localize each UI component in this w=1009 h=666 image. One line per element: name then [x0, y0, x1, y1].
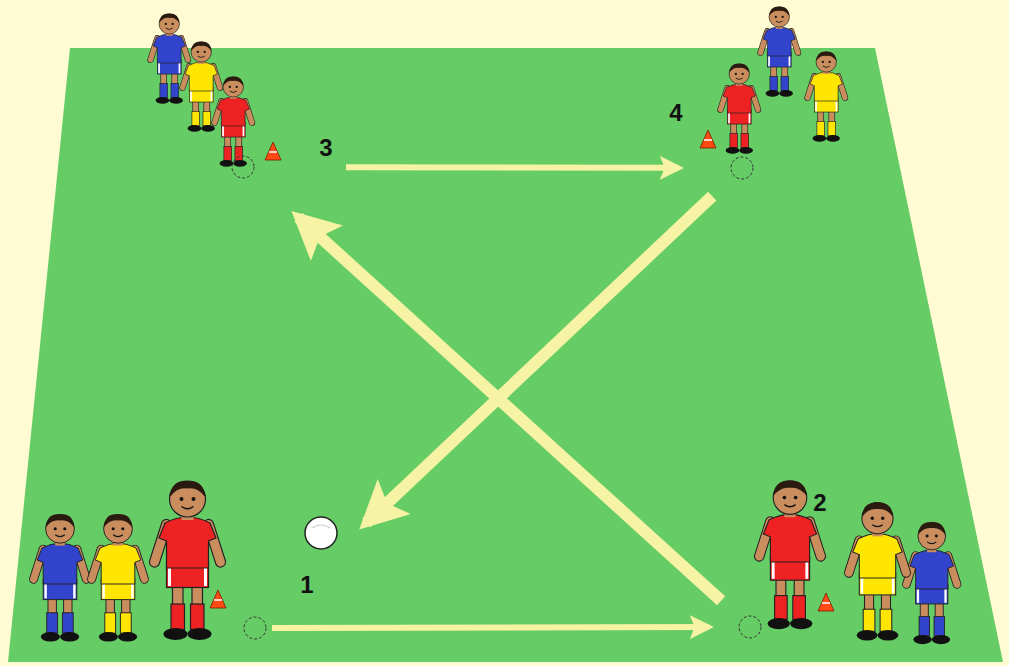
station-marker: 1	[242, 615, 268, 641]
run-arrow	[299, 217, 722, 600]
players-bottom-left	[34, 481, 221, 642]
station-circle	[242, 615, 268, 641]
callout-number: 1	[300, 573, 313, 597]
station-marker: 2	[737, 614, 763, 640]
players-top-right	[721, 7, 845, 154]
ball	[305, 517, 337, 549]
station-marker: 4	[729, 155, 755, 181]
run-arrow	[366, 196, 712, 523]
station-circle	[737, 614, 763, 640]
cones	[210, 130, 834, 611]
pitch	[8, 48, 1003, 662]
station-marker: 3	[230, 154, 256, 180]
run-arrow	[346, 164, 679, 171]
callout-number: 3	[319, 136, 332, 160]
callout-number: 2	[813, 491, 826, 515]
station-circle	[729, 155, 755, 181]
station-circle	[230, 154, 256, 180]
players-bottom-right	[759, 481, 957, 645]
callout-number: 4	[669, 101, 682, 125]
players-top-left	[151, 14, 252, 167]
run-arrow	[272, 624, 709, 631]
